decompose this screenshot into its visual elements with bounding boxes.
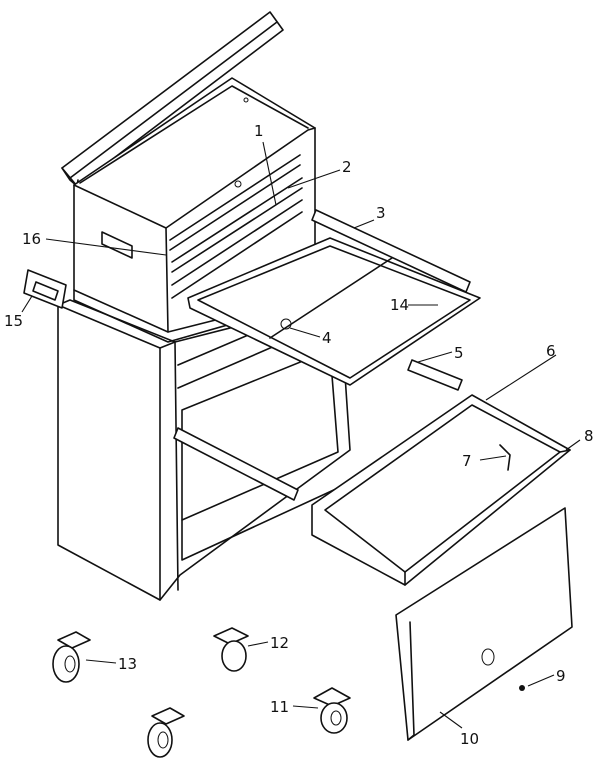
chest-drawer-2 — [171, 177, 303, 273]
callout-6: 6 — [546, 342, 556, 360]
callout-14: 14 — [390, 296, 409, 314]
slide-5 — [407, 359, 463, 391]
callout-9: 9 — [556, 667, 566, 685]
callout-7: 7 — [462, 452, 472, 470]
chest-drawer-1 — [169, 154, 301, 251]
callout-2: 2 — [342, 158, 352, 176]
caster-11 — [313, 687, 351, 734]
callout-13: 13 — [118, 655, 137, 673]
side-panel — [395, 507, 573, 741]
drawer-slides — [173, 209, 471, 501]
callout-labels: 1 2 3 4 5 6 7 8 9 10 11 12 13 14 15 16 — [4, 122, 594, 748]
callout-10: 10 — [460, 730, 479, 748]
pull-out-tray — [187, 237, 481, 386]
drawer-divider — [499, 444, 511, 471]
callout-8: 8 — [584, 427, 594, 445]
callout-16: 16 — [22, 230, 41, 248]
callout-4: 4 — [322, 329, 332, 347]
callout-5: 5 — [454, 344, 464, 362]
screw — [519, 685, 525, 691]
callout-1: 1 — [254, 122, 264, 140]
drawer — [311, 394, 571, 586]
chest-drawer-3 — [171, 199, 303, 299]
leader-lines — [21, 141, 581, 729]
caster-12 — [213, 627, 249, 672]
callout-15: 15 — [4, 312, 23, 330]
cabinet-opening — [181, 349, 339, 521]
callout-12: 12 — [270, 634, 289, 652]
slide-lower — [173, 427, 299, 501]
callout-3: 3 — [376, 204, 386, 222]
panel-hole — [481, 648, 495, 666]
caster-13b — [147, 707, 185, 758]
callout-11: 11 — [270, 698, 289, 716]
caster-13a — [52, 631, 91, 683]
top-chest — [61, 11, 316, 343]
side-handle-slot — [101, 231, 133, 259]
side-handle — [23, 269, 67, 309]
tray-latch — [280, 318, 292, 330]
drawer-body — [311, 394, 571, 586]
